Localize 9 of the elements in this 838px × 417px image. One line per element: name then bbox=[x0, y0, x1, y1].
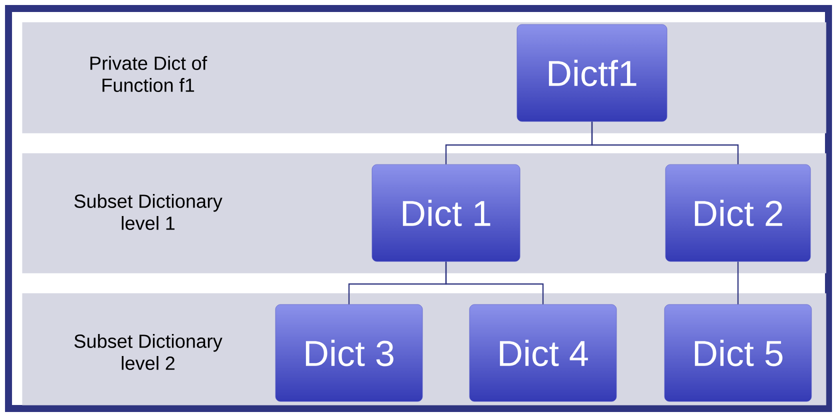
connector bbox=[737, 262, 739, 304]
dict-box: Dict 5 bbox=[664, 304, 812, 402]
dict-box: Dict 3 bbox=[275, 304, 423, 402]
connector bbox=[445, 262, 544, 304]
dict-box: Dictf1 bbox=[516, 24, 668, 122]
connector bbox=[591, 122, 739, 164]
dict-box: Dict 1 bbox=[372, 164, 520, 262]
dict-box: Dict 2 bbox=[665, 164, 811, 262]
dict-box: Dict 4 bbox=[469, 304, 617, 402]
